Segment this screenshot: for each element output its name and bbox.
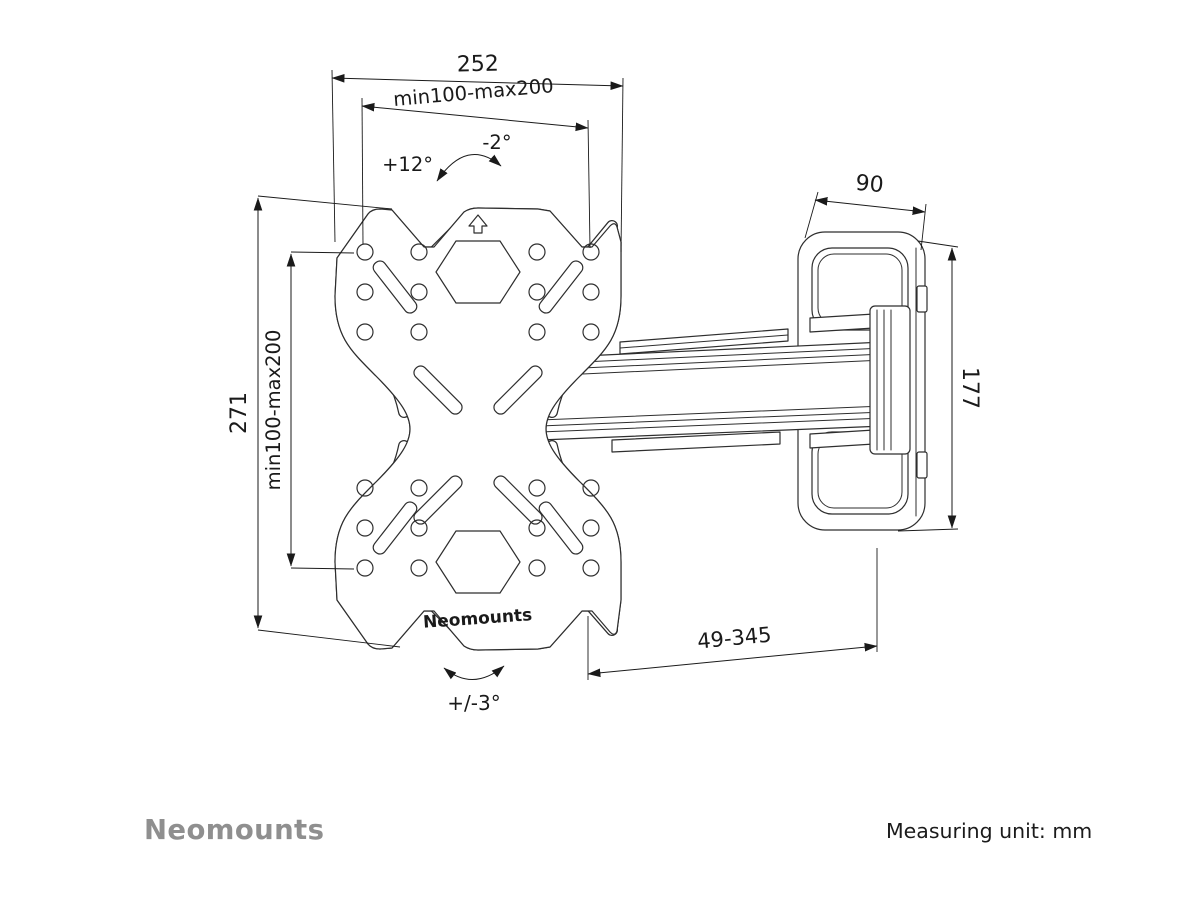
tilt-angle-annotation: +12° -2° [382, 131, 512, 182]
dim-extension-range-label: 49-345 [696, 623, 772, 654]
brand-wordmark: Neomounts [144, 814, 324, 846]
dim-wall-plate-height-label: 177 [957, 367, 982, 409]
dim-extension-range: 49-345 [587, 548, 878, 680]
plate-vesa-holes [356, 243, 600, 577]
level-arc [443, 665, 505, 680]
arm-lower-plate [611, 431, 781, 453]
dim-wall-plate-height: 177 [897, 240, 982, 532]
arm-upper-plate-line [619, 334, 789, 349]
wall-plate-hinge [809, 305, 911, 455]
dim-wall-plate-width: 90 [804, 171, 927, 251]
wall-plate-tab-bottom [916, 451, 928, 479]
measuring-unit-note: Measuring unit: mm [886, 819, 1092, 843]
hinge-column [869, 305, 911, 455]
vesa-plate: Neomounts [334, 207, 622, 651]
mounting-arm [539, 328, 885, 453]
plate-hex-cutout-top [435, 240, 521, 304]
dim-vesa-width-label: min100-max200 [392, 74, 554, 111]
dim-plate-height-label: 271 [227, 392, 252, 434]
arm-rail-ridges [539, 347, 885, 433]
tilt-arc [436, 153, 502, 182]
dim-vesa-height: min100-max200 [262, 251, 355, 570]
plate-diagonal-slots [372, 260, 584, 555]
tilt-down-label: -2° [482, 131, 511, 154]
tilt-up-label: +12° [382, 153, 433, 176]
dim-plate-width: 252 [331, 51, 624, 253]
plate-hex-cutout-bottom [435, 530, 521, 594]
dim-plate-width-label: 252 [457, 51, 500, 77]
level-angle-annotation: +/-3° [443, 665, 505, 715]
dim-wall-plate-width-label: 90 [855, 171, 885, 198]
hinge-column-lines [876, 309, 892, 451]
wall-plate-tab-top [916, 285, 928, 313]
dim-plate-height: 271 [227, 195, 401, 648]
dim-vesa-height-label: min100-max200 [262, 330, 285, 491]
arrow-up-icon [468, 214, 488, 234]
level-correction-label: +/-3° [447, 691, 500, 715]
